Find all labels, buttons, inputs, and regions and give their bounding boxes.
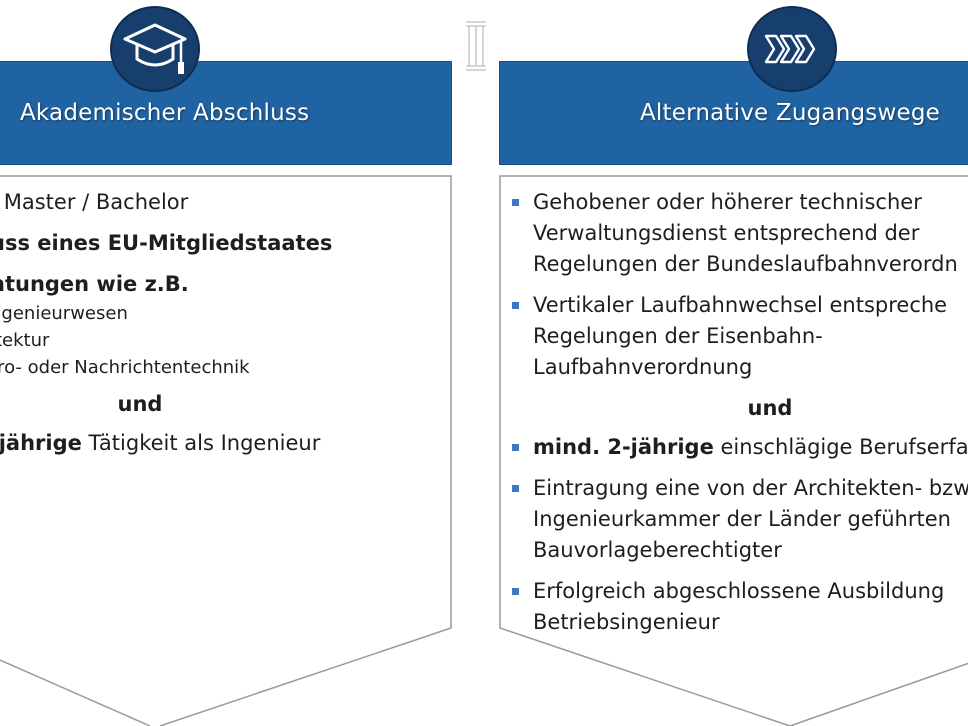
experience-bold: -jährige: [0, 431, 82, 455]
list-item: Erfolgreich abgeschlossene Ausbildung Be…: [512, 576, 968, 638]
graduation-cap-icon: [110, 6, 200, 92]
column-divider-icon: [466, 21, 486, 71]
right-panel-outline: [499, 175, 968, 726]
list-item: Vertikaler Laufbahnwechsel entspreche Re…: [512, 290, 968, 383]
list-item-line: Betriebsingenieur: [533, 610, 720, 634]
field-item: tro- oder Nachrichtentechnik: [0, 357, 250, 378]
list-item-line: Erfolgreich abgeschlossene Ausbildung: [533, 579, 945, 603]
experience-rest: einschlägige Berufserfa: [713, 435, 968, 459]
list-item-line: Regelungen der Eisenbahn-: [533, 324, 823, 348]
bullet-square-icon: [512, 588, 519, 595]
list-item: Gehobener oder höherer technischer Verwa…: [512, 187, 968, 280]
bullet-square-icon: [512, 199, 519, 206]
right-title: Alternative Zugangswege: [640, 100, 940, 126]
experience-bold: mind. 2-jährige: [533, 435, 714, 459]
left-panel-bottom: [0, 659, 151, 726]
list-item-line: Laufbahnverordnung: [533, 355, 753, 379]
bullet-square-icon: [512, 485, 519, 492]
list-item: mind. 2-jährige einschlägige Berufserfa: [512, 432, 968, 463]
list-item-line: Verwaltungsdienst entsprechend der: [533, 221, 920, 245]
eu-degree-line: uss eines EU-Mitgliedstaates: [0, 231, 333, 255]
experience-rest: Tätigkeit als Ingenieur: [81, 431, 321, 455]
list-item: Eintragung eine von der Architekten- bzw…: [512, 473, 968, 566]
bullet-square-icon: [512, 302, 519, 309]
chevrons-right-icon: [747, 6, 837, 92]
list-item-line: Regelungen der Bundeslaufbahnverordn: [533, 252, 958, 276]
experience-line: -jährige Tätigkeit als Ingenieur: [0, 428, 450, 459]
left-title: Akademischer Abschluss: [20, 100, 310, 126]
left-panel-outline: [0, 175, 452, 726]
list-item-line: Vertikaler Laufbahnwechsel entspreche: [533, 293, 948, 317]
und-label: und: [747, 396, 793, 420]
right-header: Alternative Zugangswege: [499, 61, 968, 165]
field-item: itektur: [0, 330, 50, 351]
degree-types: / Master / Bachelor: [0, 190, 189, 214]
left-content: / Master / Bachelor uss eines EU-Mitglie…: [0, 187, 450, 459]
list-item-line: Gehobener oder höherer technischer: [533, 190, 922, 214]
right-content: Gehobener oder höherer technischer Verwa…: [512, 187, 968, 648]
bullet-square-icon: [512, 444, 519, 451]
field-item: ngenieurwesen: [0, 303, 128, 324]
list-item-line: Ingenieurkammer der Länder geführten: [533, 507, 951, 531]
left-header: Akademischer Abschluss: [0, 61, 452, 165]
list-item-line: mind. 2-jährige einschlägige Berufserfa: [533, 432, 968, 463]
fields-heading: htungen wie z.B.: [0, 272, 189, 296]
und-label: und: [117, 392, 163, 416]
list-item-line: Bauvorlageberechtigter: [533, 538, 782, 562]
list-item-line: Eintragung eine von der Architekten- bzw: [533, 476, 968, 500]
